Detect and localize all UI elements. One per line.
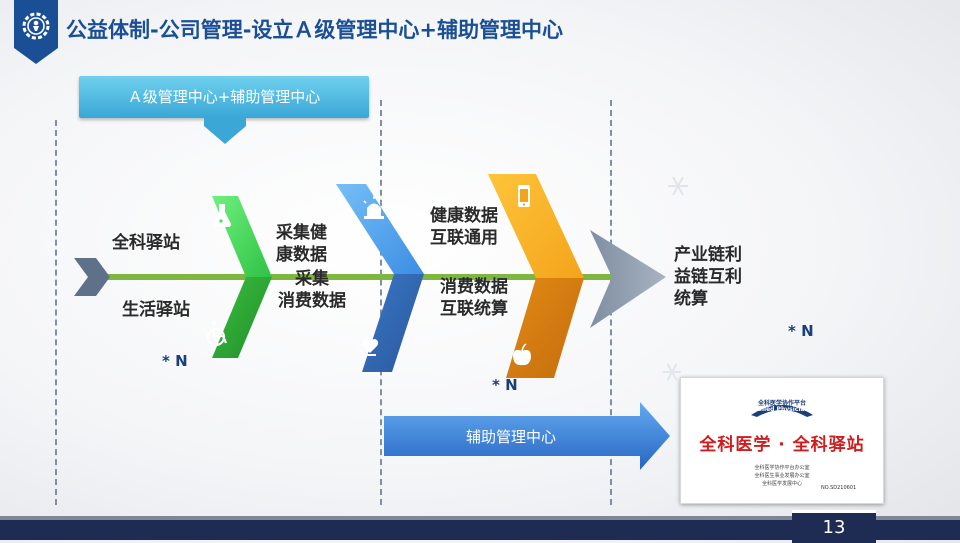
logo-badge [14, 0, 58, 64]
guide-line-2 [380, 100, 382, 505]
blue-chevron-top [336, 184, 424, 274]
orange-chevron-top [488, 174, 584, 278]
wheelchair-icon [206, 320, 228, 347]
certificate-emblem [751, 405, 813, 417]
page-number: 13 [792, 510, 876, 543]
certificate-title: 全科医学 · 全科驿站 [699, 435, 865, 455]
green-chevron-bottom [212, 277, 272, 358]
certificate-line: 全科医学协作平台办公室 [754, 465, 810, 471]
callout-pointer [204, 116, 246, 144]
footer-band-dark [0, 520, 960, 540]
certificate-line: 全科医学发展中心 [761, 481, 802, 487]
footer-band-light [0, 516, 960, 520]
snowflake-icon [663, 363, 681, 381]
snowflake-icon [668, 176, 688, 196]
certificate-image: 全科医学协作平台 Allied Physician 全科医学 · 全科驿站 全科… [680, 377, 884, 504]
flask-icon [213, 204, 231, 227]
gear-logo-icon [22, 12, 50, 40]
multiplier-n-3: * N [788, 322, 814, 340]
bottom-arrow-shape [384, 402, 670, 470]
multiplier-n-1: * N [162, 352, 188, 370]
label-shenghuo-yizhan: 生活驿站 [122, 300, 190, 320]
management-center-callout: Ａ级管理中心+辅助管理中心 [79, 76, 369, 118]
smartphone-icon [518, 185, 530, 207]
certificate-number: NO.SD210601 [821, 485, 857, 491]
alarm-light-icon [363, 196, 385, 219]
label-quanke-yizhan: 全科驿站 [112, 233, 180, 253]
spine-line [92, 274, 612, 280]
certificate-line: 全科医生事业发展办公室 [754, 473, 810, 479]
multiplier-n-2: * N [492, 376, 518, 394]
certificate-org: 全科医学协作平台 [757, 400, 806, 407]
apple-icon [513, 343, 531, 366]
label-jiankang-hulian: 健康数据 互联通用 [430, 206, 498, 248]
heart-hand-icon [358, 339, 379, 356]
label-xiaofei-hulian: 消费数据 互联统算 [440, 277, 508, 319]
label-caiji-xiaofei: 采集 消费数据 [278, 269, 346, 311]
guide-line-1 [55, 120, 57, 505]
blue-chevron-bottom [362, 274, 424, 372]
label-chanye-lian: 产业链利 益链互利 统算 [674, 245, 742, 309]
page-title: 公益体制-公司管理-设立Ａ级管理中心+辅助管理中心 [66, 18, 564, 42]
spine-head-arrow [590, 230, 666, 328]
certificate-org-en: Allied Physician [755, 406, 809, 413]
spine-tail [74, 258, 110, 296]
label-caiji-jiankang: 采集健 康数据 [276, 223, 327, 265]
bottom-arrow-label: 辅助管理中心 [466, 428, 557, 446]
